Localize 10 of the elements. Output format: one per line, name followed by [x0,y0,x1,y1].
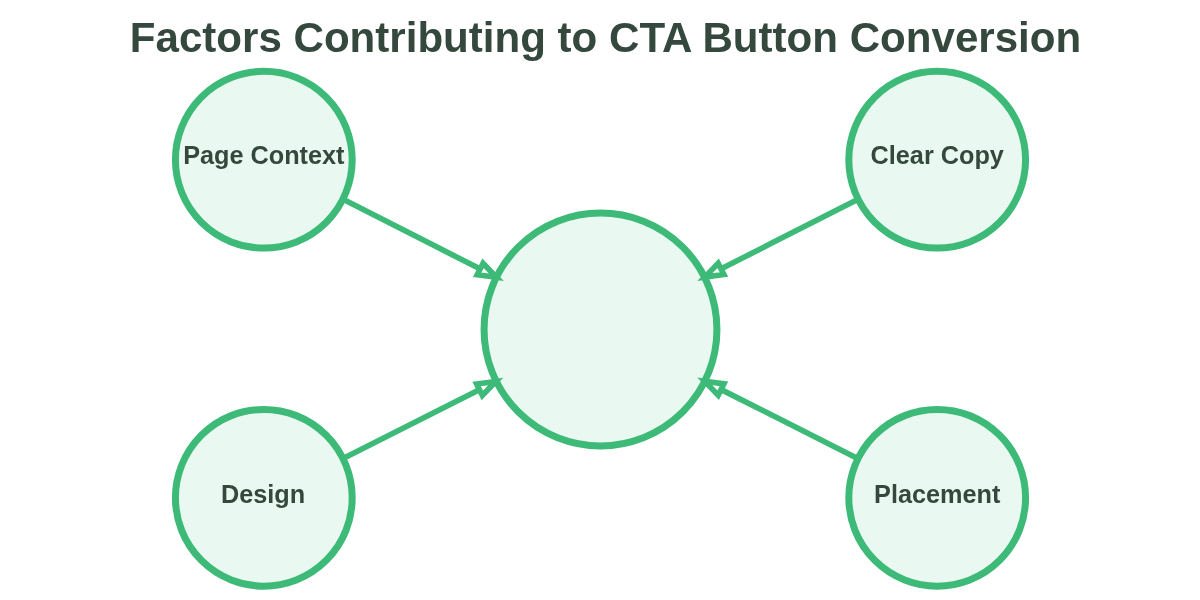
diagram-title: Factors Contributing to CTA Button Conversion [129,13,1081,61]
arrow [341,196,504,282]
node-circle [480,209,720,450]
node-circle: Page Context [171,67,356,252]
node-circle: Clear Copy [844,67,1029,252]
arrow [341,377,503,462]
arrow [696,377,859,461]
node-circle: Design [171,405,356,590]
arrow [696,196,859,281]
node-circle: Placement [844,405,1029,590]
